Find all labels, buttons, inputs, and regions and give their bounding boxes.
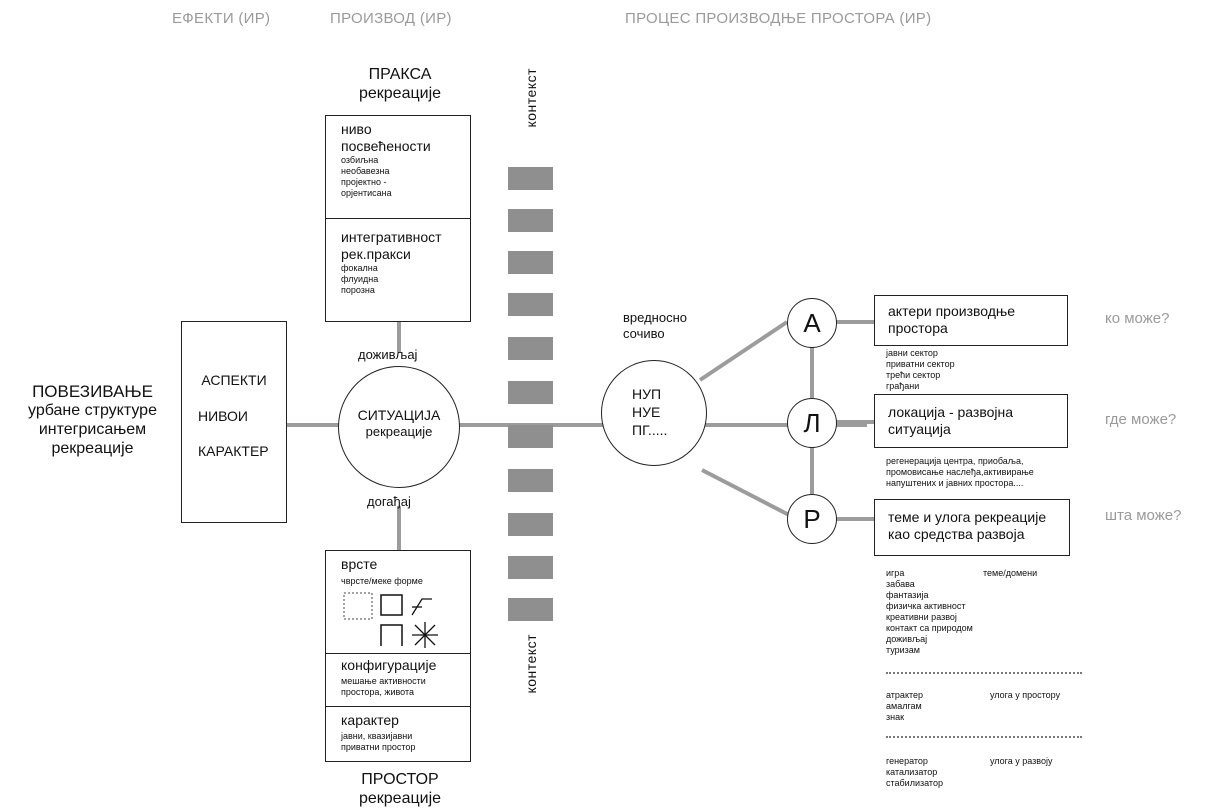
context-label-bottom: контекст xyxy=(523,634,539,694)
themes-header: теме/домени xyxy=(983,568,1038,578)
integrative-section: интегративност рек.пракси фокална флуидн… xyxy=(341,229,442,295)
practice-title: ПРАКСА рекреације xyxy=(358,66,442,102)
location-list: регенерација центра, приобаља, промовиса… xyxy=(886,456,1034,488)
header-process: ПРОЦЕС ПРОИЗВОДЊЕ ПРОСТОРА (ИР) xyxy=(625,10,932,27)
location-box: локација - развојна ситуација xyxy=(874,394,1068,448)
role-dev-header: улога у развоју xyxy=(990,756,1053,766)
question-who: ко може? xyxy=(1105,310,1170,327)
themes-box: теме и улога рекреације као средства раз… xyxy=(874,499,1070,556)
aspects-box: АСПЕКТИ НИВОИ КАРАКТЕР xyxy=(181,321,287,523)
themes-list: игра забава фантазија физичка активност … xyxy=(886,568,973,655)
dotted-divider-1 xyxy=(886,672,1082,674)
main-horizontal-line xyxy=(287,423,867,427)
context-bar xyxy=(508,469,553,492)
node-r-circle: Р xyxy=(787,494,837,544)
practice-divider xyxy=(326,218,470,219)
actors-list: јавни сектор приватни сектор трећи секто… xyxy=(886,348,955,391)
situation-circle: СИТУАЦИЈА рекреације xyxy=(338,366,460,488)
dotted-divider-2 xyxy=(886,736,1082,738)
experience-label: доживљај xyxy=(358,347,418,362)
context-bar xyxy=(508,251,553,274)
types-title: врсте xyxy=(341,556,378,572)
context-label-top: контекст xyxy=(523,68,539,128)
value-lens-label: вредносно сочиво xyxy=(623,310,687,341)
space-divider-2 xyxy=(326,706,470,707)
role-space-header: улога у простору xyxy=(990,690,1061,700)
node-a-circle: А xyxy=(787,298,837,348)
context-bar xyxy=(508,167,553,190)
context-bar xyxy=(508,209,553,232)
situation-title: СИТУАЦИЈА xyxy=(357,407,441,423)
context-bar xyxy=(508,513,553,536)
header-effects: ЕФЕКТИ (ИР) xyxy=(172,10,271,27)
role-dev-list: генератор катализатор стабилизатор xyxy=(886,756,943,788)
context-bar xyxy=(508,337,553,360)
actors-box: актери производње простора xyxy=(874,295,1068,346)
hub-circle: НУП НУЕ ПГ..... xyxy=(601,360,707,466)
space-box: врсте чврсте/меке форме конфигурације ме… xyxy=(325,550,471,762)
left-title: ПОВЕЗИВАЊЕ урбане структуре интегрисањем… xyxy=(28,382,157,457)
space-title: ПРОСТОР рекреације xyxy=(358,771,442,807)
context-bar xyxy=(508,425,553,448)
node-l-circle: Л xyxy=(787,398,837,448)
practice-box: ниво посвећености озбиљна необавезна про… xyxy=(325,115,471,322)
context-bar xyxy=(508,381,553,404)
commitment-section: ниво посвећености озбиљна необавезна про… xyxy=(341,121,431,198)
situation-subtitle: рекреације xyxy=(365,424,433,439)
character-items: јавни, квазијавни приватни простор xyxy=(341,731,416,752)
question-what: шта може? xyxy=(1105,507,1182,524)
space-divider-1 xyxy=(326,653,470,654)
form-types-icon-set xyxy=(343,592,438,648)
config-title: конфигурације xyxy=(341,657,437,673)
context-bar xyxy=(508,598,553,621)
top-connector-line xyxy=(397,322,401,352)
event-label: догађај xyxy=(367,494,411,509)
character-title: карактер xyxy=(341,712,399,728)
types-sub: чврсте/меке форме xyxy=(341,576,423,586)
bottom-connector-line xyxy=(397,506,401,552)
config-items: мешање активности простора, живота xyxy=(341,676,426,697)
levels-label: НИВОИ xyxy=(198,408,248,424)
context-bar xyxy=(508,293,553,316)
role-space-list: атрактер амалгам знак xyxy=(886,690,924,722)
question-where: где може? xyxy=(1105,411,1177,428)
header-product: ПРОИЗВОД (ИР) xyxy=(330,10,452,27)
aspects-label: АСПЕКТИ xyxy=(201,372,267,388)
context-bar xyxy=(508,556,553,579)
character-label: КАРАКТЕР xyxy=(198,443,269,459)
